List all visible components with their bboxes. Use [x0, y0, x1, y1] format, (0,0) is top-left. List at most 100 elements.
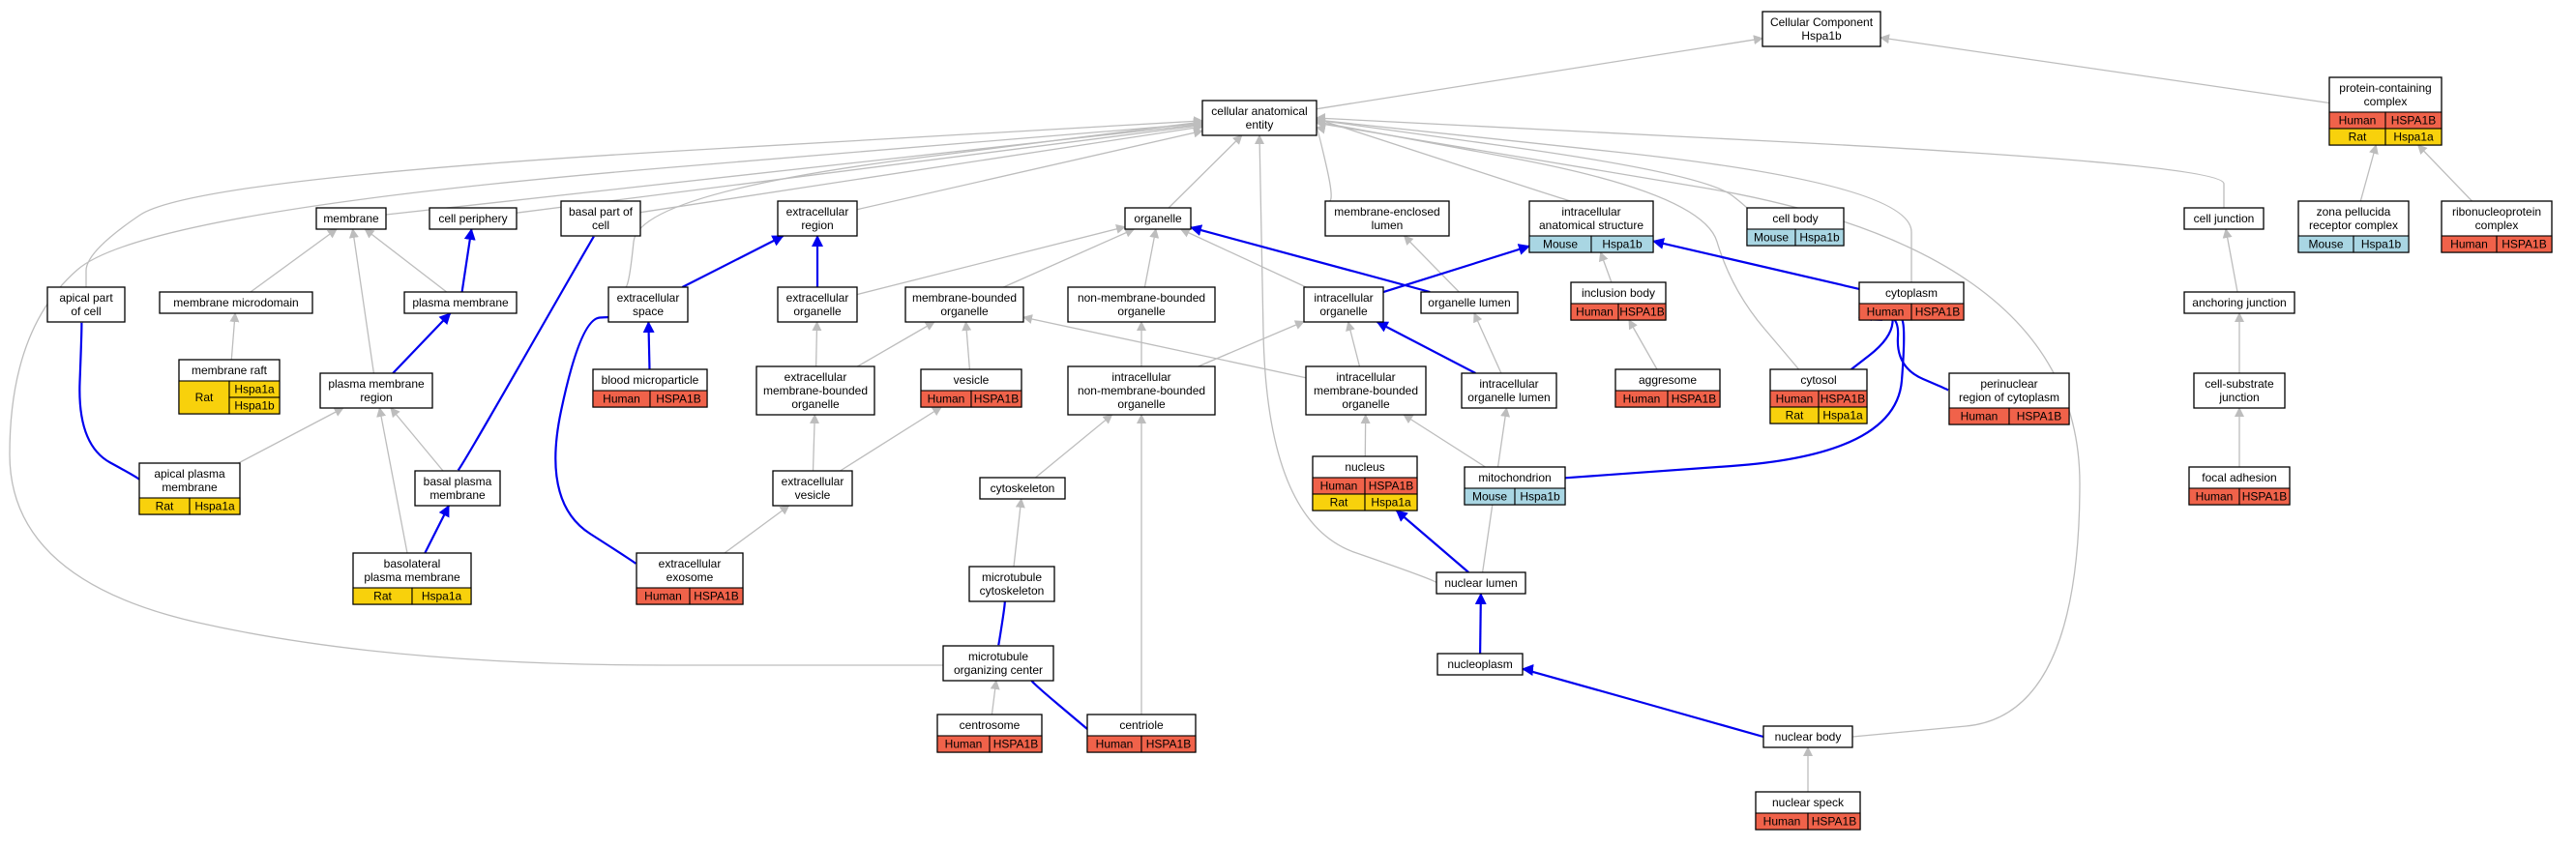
species-label: Rat: [1786, 409, 1804, 423]
node-label: organelle: [1342, 397, 1390, 411]
edge-icmbo-to-mbo: [1022, 314, 1307, 379]
node-label: basolateral: [384, 557, 441, 570]
node-pm[interactable]: plasma membrane: [403, 291, 518, 314]
node-box: [1067, 365, 1216, 416]
edge-ias-to-cae: [1316, 114, 1572, 202]
node-orglumen[interactable]: organelle lumen: [1420, 291, 1519, 314]
edge-pm-to-cellperiphery: [460, 228, 476, 293]
node-box: [1762, 11, 1881, 47]
node-label: organelle: [1319, 305, 1368, 318]
node-label: cell: [592, 219, 609, 232]
gene-label: HSPA1B: [1812, 815, 1856, 829]
node-celljunction[interactable]: cell junction: [2183, 207, 2265, 230]
species-label: Human: [1096, 738, 1134, 751]
gene-cell: [1140, 735, 1197, 753]
node-box: [1420, 291, 1519, 314]
edge-cytoplasm-to-ias: [1652, 238, 1860, 290]
gene-label: Hspa1a: [234, 383, 275, 396]
node-label: non-membrane-bounded: [1078, 291, 1205, 305]
node-label: anchoring junction: [2192, 296, 2286, 309]
gene-cell: [1617, 303, 1667, 321]
node-nucbody[interactable]: nuclear body: [1762, 725, 1853, 748]
node-nucleoplasm[interactable]: nucleoplasm: [1436, 653, 1524, 676]
edge-ecmbo-to-ecorganelle: [812, 321, 822, 367]
node-membrane[interactable]: membrane: [315, 207, 387, 230]
edge-raft-to-mmd: [229, 312, 240, 361]
node-label: vesicle: [795, 488, 831, 502]
node-label: basal plasma: [424, 475, 492, 488]
node-label: space: [633, 305, 664, 318]
gene-cell: [2353, 235, 2410, 253]
edge-bpm-to-basalpart: [456, 223, 604, 473]
edge-aggresome-to-inclbody: [1628, 319, 1658, 370]
edge-nucleoplasm-to-nuclumen: [1474, 593, 1487, 655]
node-label: extracellular: [786, 205, 849, 219]
node-box: [942, 645, 1054, 682]
gene-label: Hspa1b: [1602, 238, 1643, 251]
node-label: inclusion body: [1582, 286, 1655, 300]
node-label: organelle: [1117, 305, 1166, 318]
node-label: apical plasma: [154, 467, 225, 481]
node-cellperiphery[interactable]: cell periphery: [429, 207, 518, 230]
edge-ecregion-to-cae: [856, 128, 1203, 211]
node-icnmbo[interactable]: intracellularnon-membrane-boundedorganel…: [1067, 365, 1216, 416]
edge-pcc-to-cc: [1880, 34, 2330, 104]
node-anchjunc[interactable]: anchoring junction: [2183, 291, 2295, 314]
node-label: lumen: [1372, 219, 1404, 232]
species-label: Human: [644, 590, 682, 603]
species-label: Human: [1623, 393, 1661, 406]
node-cytoskeleton[interactable]: cytoskeleton: [979, 477, 1066, 500]
node-label: cytoskeleton: [991, 481, 1055, 495]
edge-exosome-to-ecvesicle: [724, 505, 790, 554]
edge-nucbody-to-cae: [1316, 119, 2081, 738]
node-box: [607, 286, 689, 323]
node-organelle[interactable]: organelle: [1124, 207, 1192, 230]
node-nuclumen[interactable]: nuclear lumen: [1436, 571, 1526, 595]
node-mmd[interactable]: membrane microdomain: [159, 291, 313, 314]
edge-bmp-to-ecspace: [642, 321, 655, 370]
gene-cell: [411, 587, 472, 605]
